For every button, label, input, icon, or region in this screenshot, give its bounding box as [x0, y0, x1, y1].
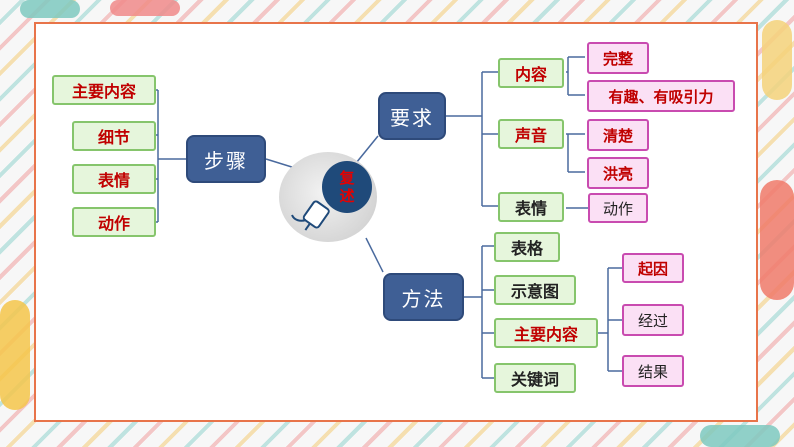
req-sound: 声音 — [498, 119, 564, 149]
req-expression: 表情 — [498, 192, 564, 222]
hub-requirements: 要求 — [378, 92, 446, 140]
center-topic: 复 述 — [322, 161, 372, 213]
steps-item-expression: 表情 — [72, 164, 156, 194]
method-process: 经过 — [622, 304, 684, 336]
decor-blob-pink — [110, 0, 180, 16]
method-result: 结果 — [622, 355, 684, 387]
decor-blob-yellow — [0, 300, 30, 410]
req-sound-loud: 洪亮 — [587, 157, 649, 189]
hub-steps: 步骤 — [186, 135, 266, 183]
decor-blob-coral — [760, 180, 794, 300]
decor-blob-teal — [20, 0, 80, 18]
req-content: 内容 — [498, 58, 564, 88]
method-table: 表格 — [494, 232, 560, 262]
method-diagram: 示意图 — [494, 275, 576, 305]
method-cause: 起因 — [622, 253, 684, 283]
req-expression-action: 动作 — [588, 193, 648, 223]
steps-item-details: 细节 — [72, 121, 156, 151]
center-char-2: 述 — [339, 187, 355, 205]
req-content-interesting: 有趣、有吸引力 — [587, 80, 735, 112]
decor-blob-teal-2 — [700, 425, 780, 447]
center-char-1: 复 — [339, 169, 355, 187]
steps-item-main-content: 主要内容 — [52, 75, 156, 105]
req-sound-clear: 清楚 — [587, 119, 649, 151]
steps-item-action: 动作 — [72, 207, 156, 237]
decor-blob-yellow-2 — [762, 20, 792, 100]
method-main-content: 主要内容 — [494, 318, 598, 348]
hub-methods: 方法 — [383, 273, 464, 321]
method-keywords: 关键词 — [494, 363, 576, 393]
req-content-complete: 完整 — [587, 42, 649, 74]
